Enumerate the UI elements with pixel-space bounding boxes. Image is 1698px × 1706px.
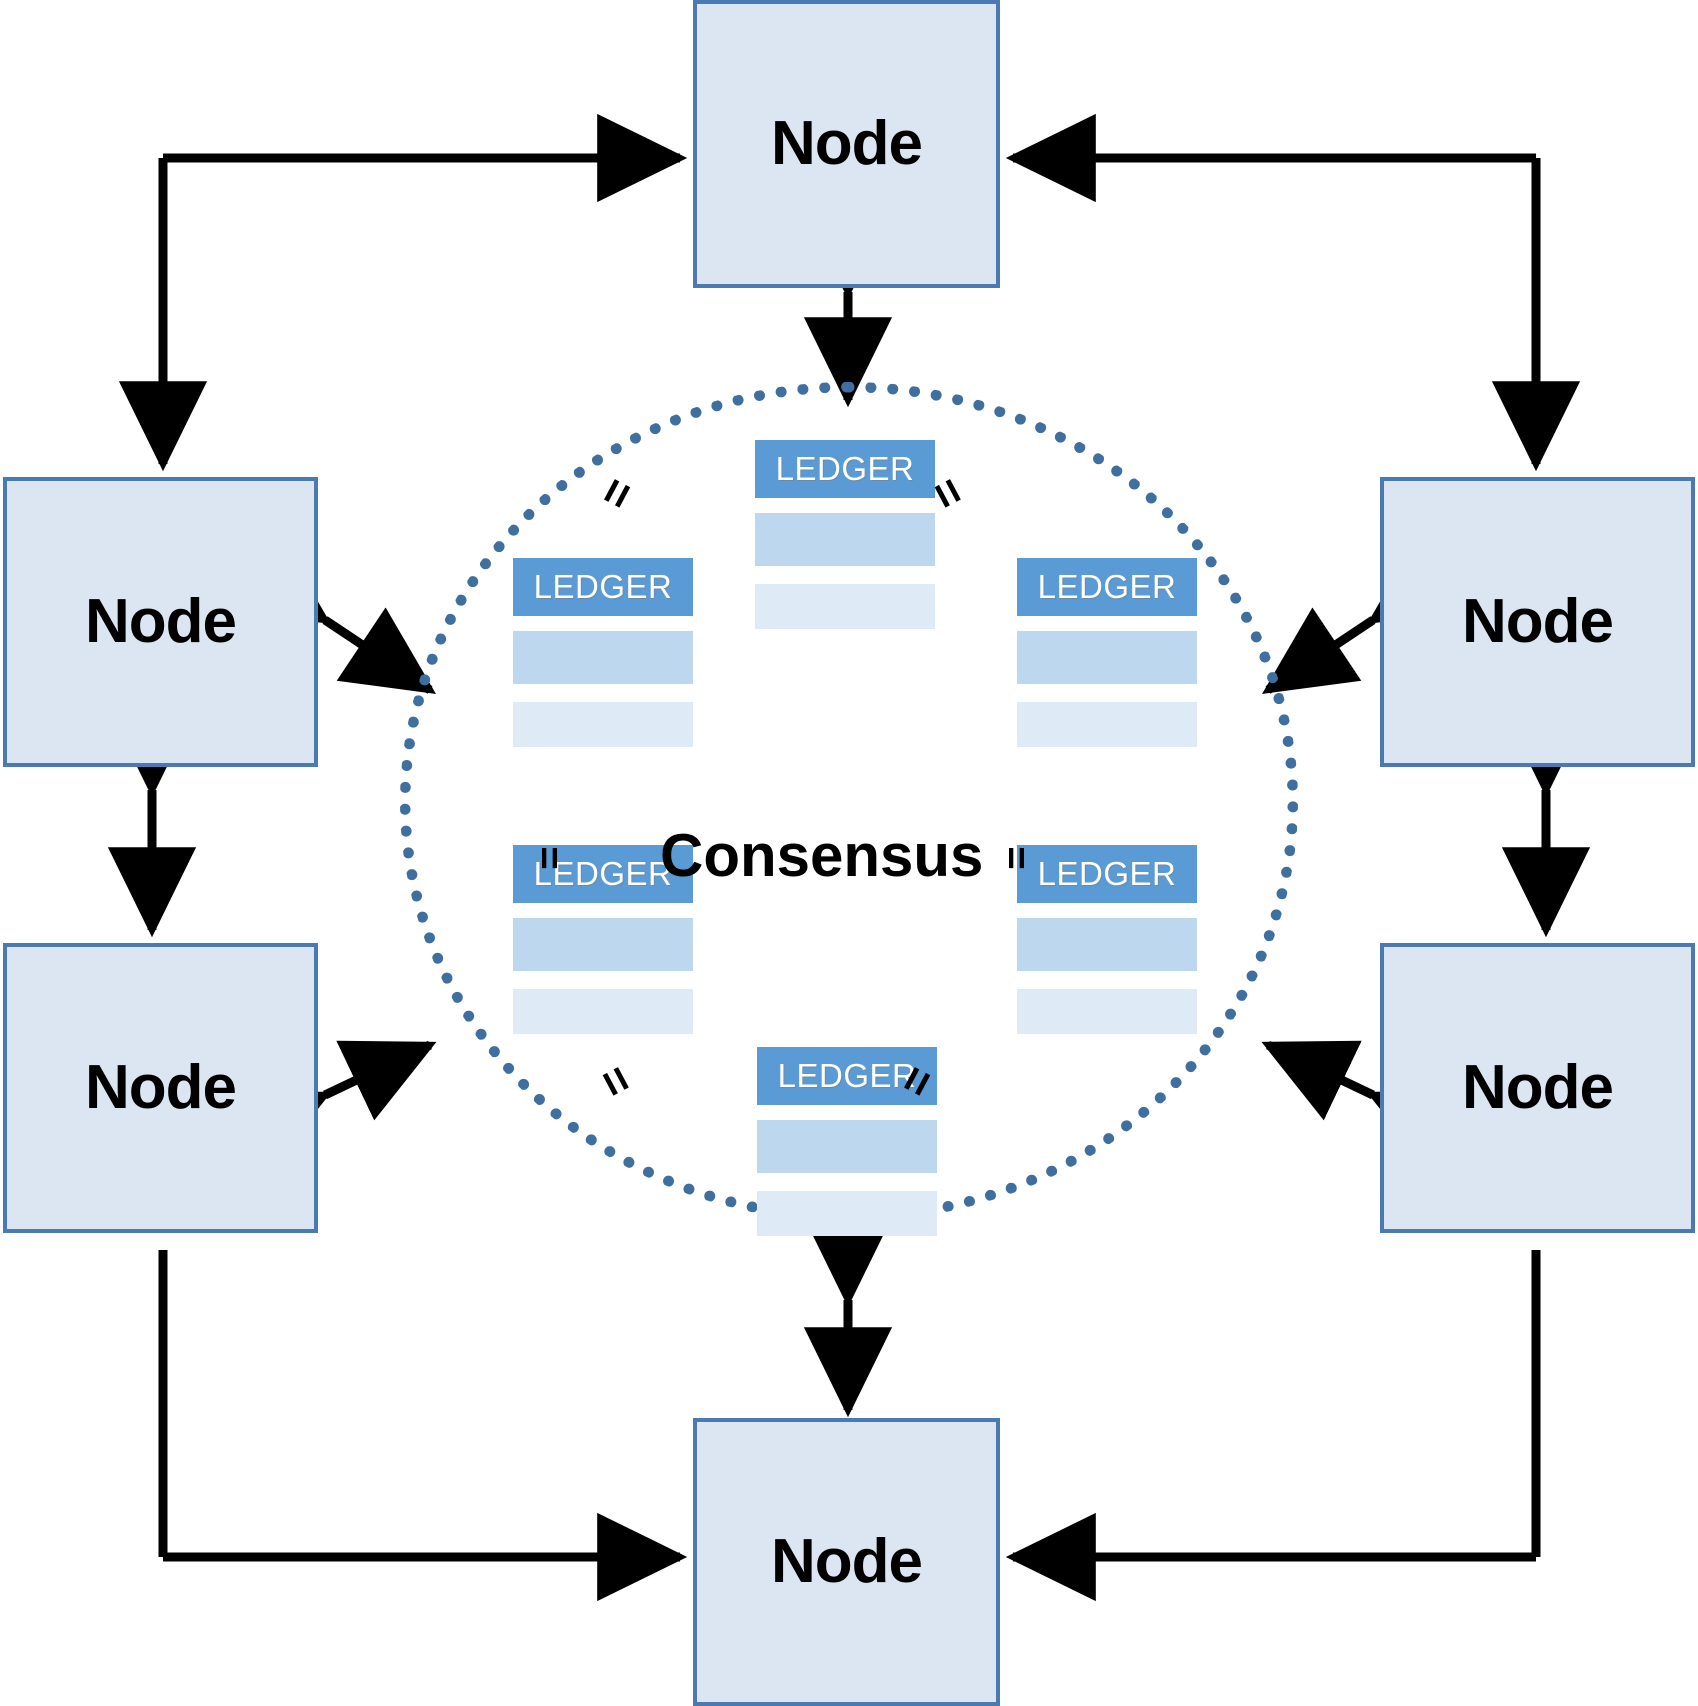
ledger-header: LEDGER — [513, 558, 693, 616]
node-label: Node — [1462, 587, 1614, 656]
ledger-card-lower-right[interactable]: LEDGER — [1017, 845, 1197, 1034]
ledger-row-secondary — [1017, 702, 1197, 747]
node-box-top[interactable]: Node — [693, 0, 1000, 288]
arrow-lowerright-node-to-circle — [1261, 1040, 1467, 1171]
ledger-row-primary — [513, 918, 693, 971]
ledger-card-bottom[interactable]: LEDGER — [757, 1047, 937, 1236]
arrow-upperright-node-to-circle — [1262, 537, 1467, 694]
node-box-lower-right[interactable]: Node — [1380, 943, 1695, 1233]
ledger-header: LEDGER — [1017, 558, 1197, 616]
node-label: Node — [1462, 1053, 1614, 1122]
ledger-row-secondary — [755, 584, 935, 629]
ledger-card-lower-left[interactable]: LEDGER — [513, 845, 693, 1034]
node-box-upper-right[interactable]: Node — [1380, 477, 1695, 767]
node-label: Node — [771, 1527, 923, 1596]
ledger-row-secondary — [1017, 989, 1197, 1034]
node-box-lower-left[interactable]: Node — [3, 943, 318, 1233]
arrow-lowerleft-node-to-circle — [231, 1040, 437, 1171]
consensus-label: Consensus — [660, 822, 984, 889]
ledger-header: LEDGER — [755, 440, 935, 498]
node-label: Node — [771, 109, 923, 178]
ledger-row-primary — [1017, 631, 1197, 684]
equals-mark-mid-right: = — [994, 846, 1039, 870]
ledger-header: LEDGER — [1017, 845, 1197, 903]
ledger-row-primary — [757, 1120, 937, 1173]
ledger-header: LEDGER — [757, 1047, 937, 1105]
ledger-row-primary — [513, 631, 693, 684]
ledger-card-upper-right[interactable]: LEDGER — [1017, 558, 1197, 747]
ledger-row-primary — [755, 513, 935, 566]
node-box-bottom[interactable]: Node — [693, 1418, 1000, 1706]
equals-mark-mid-left: = — [527, 846, 572, 870]
ledger-header: LEDGER — [513, 845, 693, 903]
ledger-card-top[interactable]: LEDGER — [755, 440, 935, 629]
ledger-row-primary — [1017, 918, 1197, 971]
node-label: Node — [85, 587, 237, 656]
ledger-row-secondary — [513, 989, 693, 1034]
node-label: Node — [85, 1053, 237, 1122]
ledger-card-upper-left[interactable]: LEDGER — [513, 558, 693, 747]
arrow-upperleft-node-to-circle — [231, 537, 436, 694]
ledger-row-secondary — [757, 1191, 937, 1236]
node-box-upper-left[interactable]: Node — [3, 477, 318, 767]
ledger-row-secondary — [513, 702, 693, 747]
